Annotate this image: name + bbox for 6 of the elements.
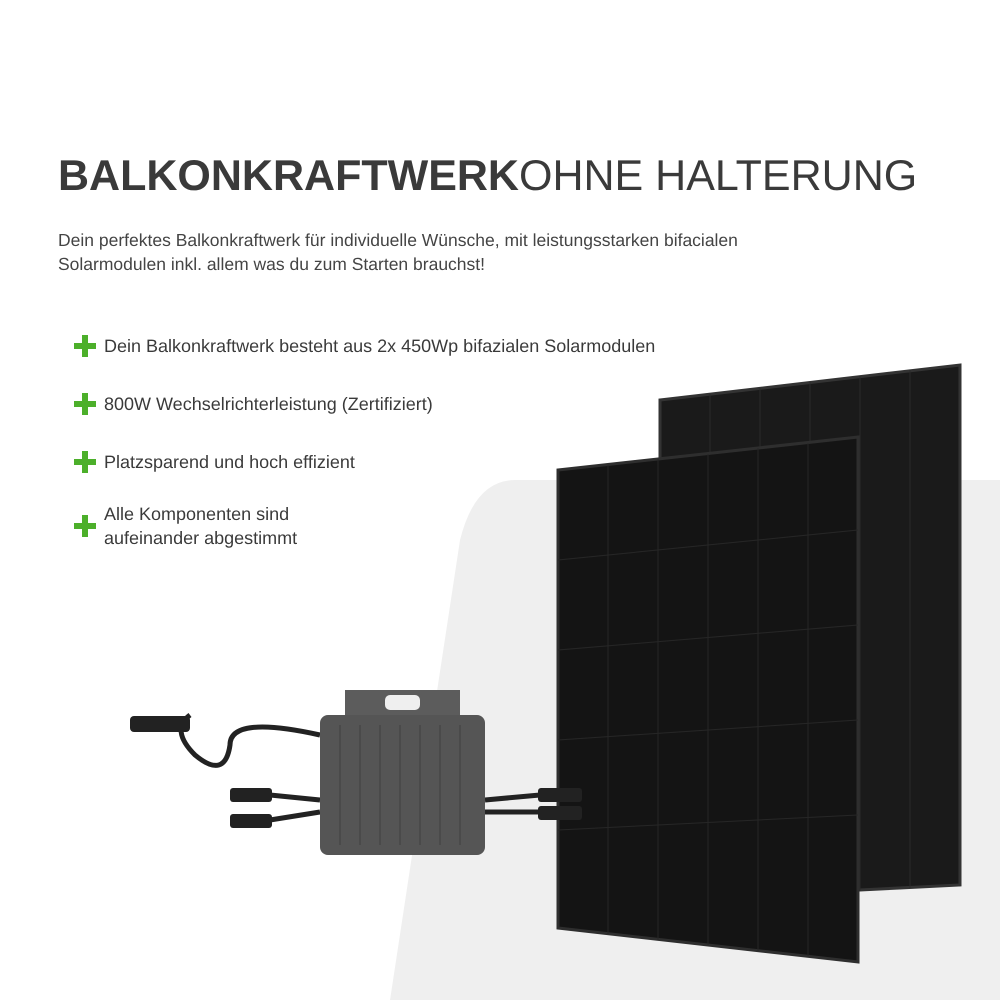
- feature-text: Dein Balkonkraftwerk besteht aus 2x 450Wp bifazialen Solarmodulen: [104, 335, 656, 358]
- feature-text: Alle Komponenten sind aufeinander abgestimmt: [104, 503, 298, 550]
- page-title: BALKONKRAFTWERKOHNE HALTERUNG: [58, 152, 918, 201]
- intro-text: Dein perfektes Balkonkraftwerk für individuelle Wünsche, mit leistungsstarken bifacialen Solarmodulen inkl. allem was du zum Starten brauchst!: [58, 229, 739, 276]
- feature-text: 800W Wechselrichterleistung (Zertifiziert): [104, 393, 434, 416]
- feature-text: Platzsparend und hoch effizient: [104, 451, 356, 474]
